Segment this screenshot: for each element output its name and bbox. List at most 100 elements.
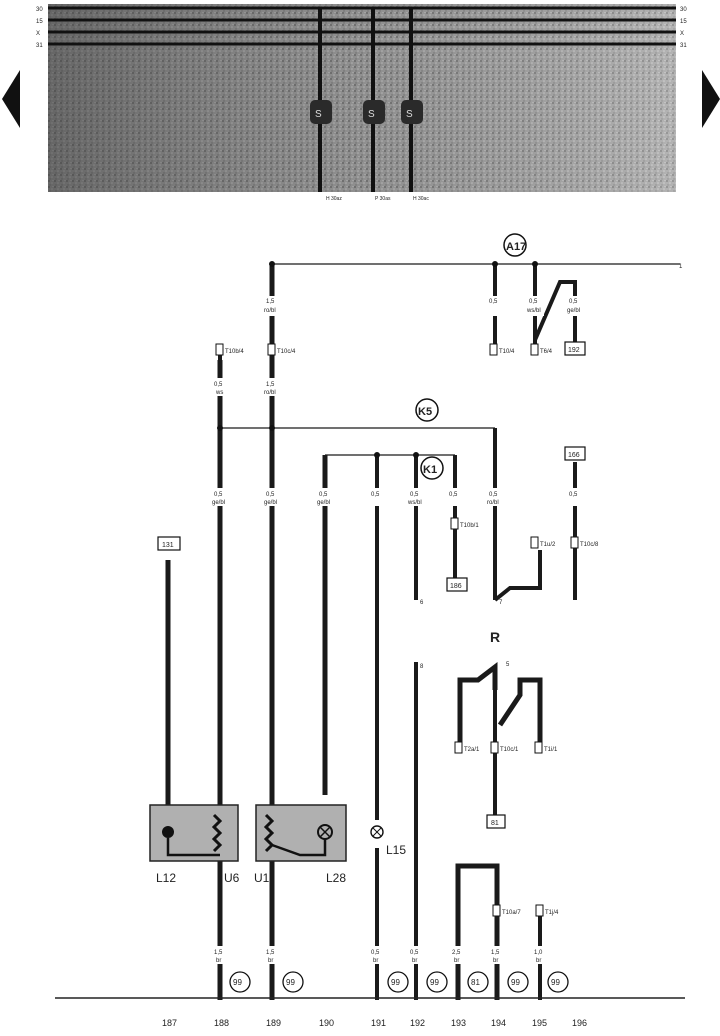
lamp-l15-icon bbox=[370, 825, 384, 839]
ground-circle bbox=[282, 971, 304, 993]
node bbox=[374, 452, 380, 458]
column-number: 196 bbox=[572, 1018, 587, 1028]
column-number: 191 bbox=[371, 1018, 386, 1028]
fuse-2-label: S bbox=[368, 109, 375, 120]
svg-text:131: 131 bbox=[162, 542, 174, 549]
node bbox=[217, 425, 223, 431]
wire-label: 0,5 bbox=[569, 492, 578, 498]
ground-circle bbox=[507, 971, 529, 993]
wire-label: 1,5 bbox=[491, 950, 500, 956]
fuse-3-icon bbox=[401, 100, 423, 124]
component-k5: K5 bbox=[415, 398, 439, 422]
wire-color-label: br bbox=[412, 958, 417, 964]
ground-circle bbox=[229, 971, 251, 993]
svg-text:81: 81 bbox=[491, 820, 499, 827]
label-u1: U1 bbox=[254, 871, 270, 885]
bus-label-right-30: 30 bbox=[680, 7, 687, 13]
fuse-label-p30as: P 30as bbox=[375, 196, 391, 202]
fuse-2-icon bbox=[363, 100, 385, 124]
instrument-box-left bbox=[149, 804, 239, 862]
prev-page-arrow-icon[interactable] bbox=[2, 70, 20, 128]
bus-label-left-15: 15 bbox=[36, 19, 43, 25]
ref-box-166: 166 bbox=[564, 446, 586, 461]
bus-label-left-31: 31 bbox=[36, 43, 43, 49]
next-page-arrow-icon[interactable] bbox=[702, 70, 720, 128]
connector-icon bbox=[267, 343, 276, 356]
wire-label: 0,5 bbox=[319, 492, 328, 498]
ground-circle bbox=[426, 971, 448, 993]
pin-label: 8 bbox=[420, 664, 424, 670]
bus-label-left-30: 30 bbox=[36, 7, 43, 13]
pin-label: 5 bbox=[506, 662, 510, 668]
connector-icon bbox=[454, 741, 463, 754]
component-k1-label: K1 bbox=[423, 464, 437, 476]
connector-label: T10a/7 bbox=[502, 910, 521, 916]
wire-label: 2,5 bbox=[452, 950, 461, 956]
label-l12: L12 bbox=[156, 871, 176, 885]
fuse-panel-shade bbox=[48, 4, 676, 192]
wire-label: 0,5 bbox=[371, 492, 380, 498]
component-k1: K1 bbox=[420, 456, 444, 480]
connector-icon bbox=[490, 741, 499, 754]
wire-color-label: br bbox=[454, 958, 459, 964]
ref-box-131: 131 bbox=[157, 536, 181, 551]
ground-circle bbox=[387, 971, 409, 993]
wire-color-label: br bbox=[493, 958, 498, 964]
node bbox=[532, 261, 538, 267]
connector-icon bbox=[489, 343, 498, 356]
connector-label: T10c/1 bbox=[500, 747, 519, 753]
wire-label: 0,5 bbox=[410, 950, 419, 956]
wire-color-label: ro/bl bbox=[487, 500, 499, 506]
connector-label: T6/4 bbox=[540, 349, 553, 355]
gauge-u6-coil-icon bbox=[211, 813, 223, 853]
connector-icon bbox=[450, 517, 459, 530]
wire-color-label: ro/bl bbox=[264, 308, 276, 314]
wire-color-label: ge/bl bbox=[264, 500, 277, 506]
node bbox=[413, 452, 419, 458]
wire-color-label: ge/bl bbox=[212, 500, 225, 506]
wire-label: 1,5 bbox=[266, 382, 275, 388]
ref-box-81: 81 bbox=[486, 814, 506, 829]
connector-label: T1i/1 bbox=[544, 747, 558, 753]
svg-text:99: 99 bbox=[391, 978, 400, 987]
bus-label-right-x: X bbox=[680, 31, 684, 37]
svg-text:99: 99 bbox=[233, 978, 242, 987]
connector-icon bbox=[534, 741, 543, 754]
column-number: 194 bbox=[491, 1018, 506, 1028]
label-u6: U6 bbox=[224, 871, 240, 885]
connector-icon bbox=[215, 343, 224, 356]
wire-color-label: ws bbox=[215, 390, 223, 396]
pin-label: 6 bbox=[420, 600, 424, 606]
connectors: T10/4 T10c/4 T10b/4 T6/4 T10b/1 T1u/2 T1… bbox=[215, 343, 599, 917]
fuse-3-label: S bbox=[406, 109, 413, 120]
connector-label: T10c/8 bbox=[580, 542, 599, 548]
wire-label: 0,5 bbox=[489, 299, 498, 305]
wire-color-label: br bbox=[216, 958, 221, 964]
wire-labels: 1,5 ro/bl 0,5 ws 1,5 ro/bl 0,5 0,5 ws/bl… bbox=[211, 296, 584, 964]
connector-icon bbox=[570, 536, 579, 549]
connector-icon bbox=[530, 536, 539, 549]
ground-circle bbox=[467, 971, 489, 993]
connector-icon bbox=[530, 343, 539, 356]
fuse-label-h30ac: H 30ac bbox=[413, 196, 429, 202]
bus-label-right-31: 31 bbox=[680, 43, 687, 49]
wire-label: 0,5 bbox=[371, 950, 380, 956]
node bbox=[269, 425, 275, 431]
wire-color-label: ro/bl bbox=[264, 390, 276, 396]
wire-label: 1,5 bbox=[214, 950, 223, 956]
node bbox=[269, 261, 275, 267]
connector-label: T10b/4 bbox=[225, 349, 244, 355]
svg-text:99: 99 bbox=[511, 978, 520, 987]
pin-label: 1 bbox=[679, 264, 683, 270]
svg-text:99: 99 bbox=[430, 978, 439, 987]
ground-markers: 99 99 99 99 81 99 99 bbox=[229, 971, 569, 993]
component-a17-label: A17 bbox=[506, 241, 526, 253]
connector-label: T10c/4 bbox=[277, 349, 296, 355]
wire-color-label: br bbox=[268, 958, 273, 964]
bus-label-right-15: 15 bbox=[680, 19, 687, 25]
column-numbers: 187 188 189 190 191 192 193 194 195 196 bbox=[162, 1018, 587, 1028]
component-r-label: R bbox=[490, 629, 500, 645]
nodes bbox=[217, 261, 538, 458]
wire-label: 1,0 bbox=[534, 950, 543, 956]
